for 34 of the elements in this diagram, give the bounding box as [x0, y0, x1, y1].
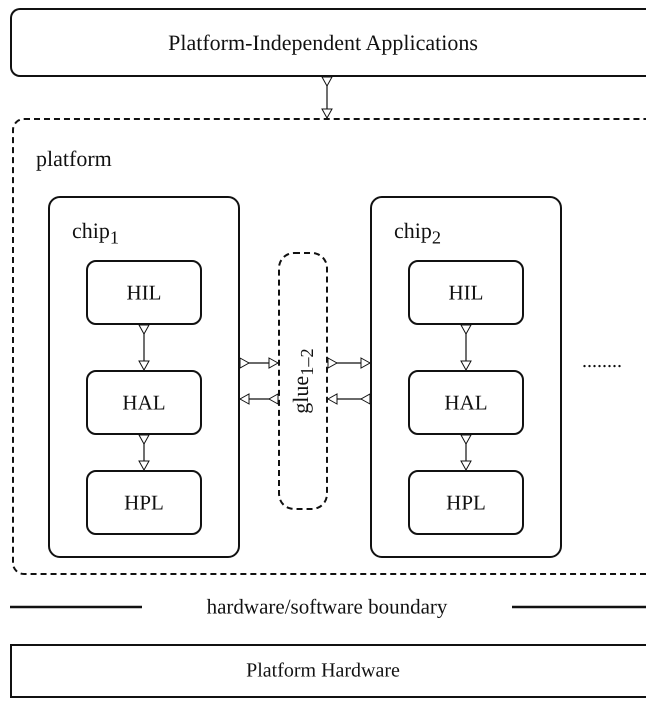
- layer-box: [408, 470, 524, 535]
- continuation-dots: ........: [582, 350, 622, 373]
- layer-label: HIL: [448, 280, 484, 305]
- connector-arrow: [322, 76, 332, 118]
- container-title: chip$_{2}$: [394, 218, 442, 248]
- layer-label: HPL: [446, 490, 486, 515]
- platform-container: [12, 118, 646, 575]
- layer-box: [86, 260, 202, 325]
- connector-arrow: [460, 324, 472, 370]
- container-title: platform: [36, 146, 112, 172]
- container-title: chip$_{1}$: [72, 218, 120, 248]
- chip-container: [48, 196, 240, 558]
- connector-arrow: [240, 394, 278, 404]
- layer-box: [86, 470, 202, 535]
- layer-box: [408, 260, 524, 325]
- layer-label: Platform-Independent Applications: [168, 30, 478, 56]
- layer-label: HPL: [124, 490, 164, 515]
- layer-label: HAL: [444, 390, 488, 415]
- layer-box: [86, 370, 202, 435]
- application-box: [10, 8, 646, 77]
- layer-label: HIL: [126, 280, 162, 305]
- connector-arrow: [138, 434, 150, 470]
- connector-arrow: [138, 324, 150, 370]
- layer-label: Platform Hardware: [246, 660, 400, 682]
- layer-box: [408, 370, 524, 435]
- glue-box: [278, 252, 328, 510]
- layer-label: HAL: [122, 390, 166, 415]
- connector-arrow: [328, 394, 370, 404]
- boundary-label: hardware/software boundary: [206, 594, 448, 620]
- connector-arrow: [328, 358, 370, 368]
- connector-arrow: [460, 434, 472, 470]
- connector-arrow: [240, 358, 278, 368]
- hardware-box: [10, 644, 646, 698]
- chip-container: [370, 196, 562, 558]
